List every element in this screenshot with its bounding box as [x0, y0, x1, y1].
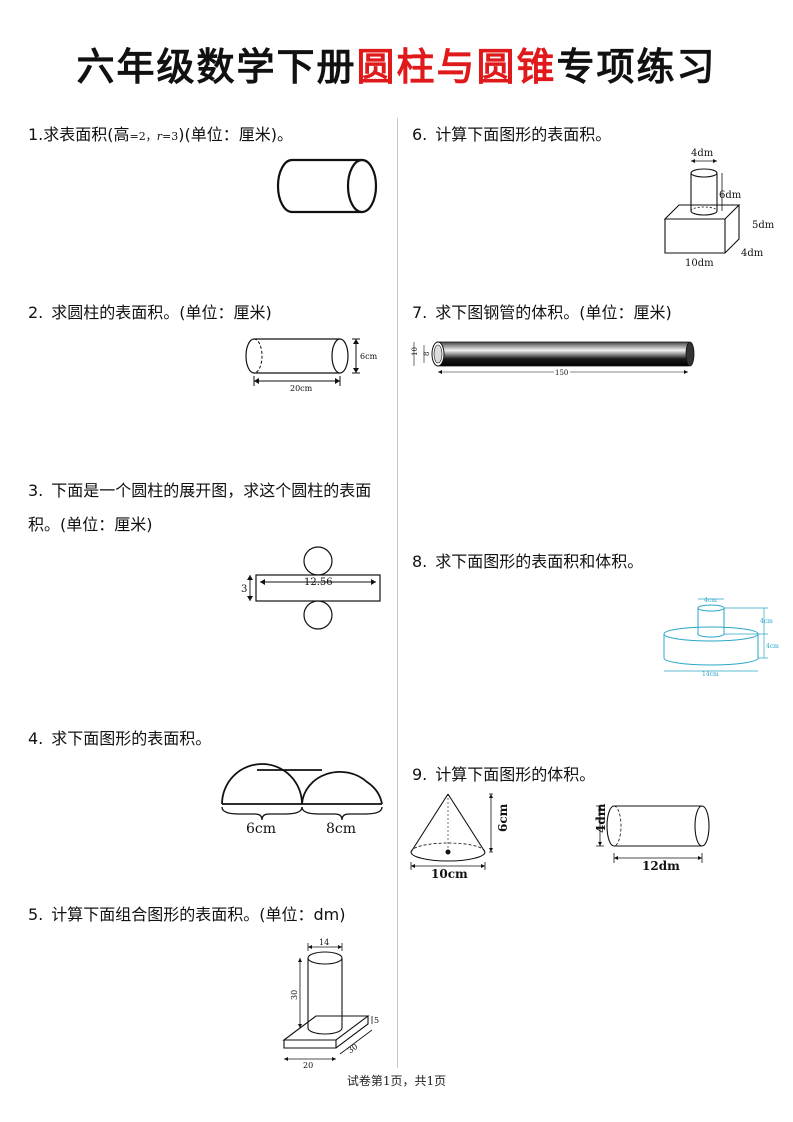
figure-q5-combined: 14 30 5 20 30 [282, 938, 379, 1070]
question-text: 计算下面图形的表面积。 [435, 125, 612, 144]
figure-q7-pipe: 10 8 150 [411, 341, 695, 377]
question-5: 5. 计算下面组合图形的表面积。(单位：dm) [28, 898, 383, 932]
q5-depth-label: 30 [346, 1042, 360, 1055]
column-divider [397, 118, 398, 1068]
figure-q8-combined: 4cm 4cm 4cm 14cm [663, 597, 779, 678]
q6-box-depth-label: 4dm [741, 248, 764, 259]
question-text: 下面是一个圆柱的展开图，求这个圆柱的表面积。(单位：厘米) [28, 481, 372, 534]
q6-box-height-label: 5dm [752, 220, 775, 231]
q4-left-label: 6cm [246, 821, 276, 837]
question-6: 6. 计算下面图形的表面积。 [412, 118, 611, 152]
q8-top-height-label: 4cm [760, 618, 773, 625]
question-8: 8. 求下面图形的表面积和体积。 [412, 545, 643, 579]
question-3: 3.下面是一个圆柱的展开图，求这个圆柱的表面积。(单位：厘米) [28, 474, 383, 542]
question-text: 求圆柱的表面积。(单位：厘米) [51, 303, 272, 322]
q6-top-label: 4dm [691, 148, 714, 159]
title-prefix: 六年级数学下册 [76, 45, 357, 89]
q9-cone-height-label: 6cm [496, 803, 510, 832]
q5-top-label: 14 [319, 938, 329, 947]
q3-height-label: 3 [241, 584, 247, 595]
q6-cyl-height-label: 6dm [719, 190, 742, 201]
question-number: 5. [28, 905, 44, 924]
q6-box-length-label: 10dm [685, 258, 714, 269]
question-7: 7. 求下图钢管的体积。(单位：厘米) [412, 296, 672, 330]
q2-diameter-label: 6cm [360, 352, 378, 361]
q5-base-height-label: 5 [374, 1016, 379, 1025]
title-suffix: 专项练习 [556, 45, 717, 89]
question-text: 求下图钢管的体积。(单位：厘米) [435, 303, 672, 322]
figure-q4-half-cylinders: 6cm 8cm [221, 763, 383, 837]
height-value: =2， [129, 130, 157, 143]
question-number: 1. [28, 125, 44, 144]
radius-value: =3 [162, 130, 179, 143]
figure-q6-combined: 4dm 6dm 5dm 4dm 10dm [663, 148, 775, 269]
question-text: 计算下面组合图形的表面积。(单位：dm) [51, 905, 346, 924]
question-number: 8. [412, 552, 428, 571]
question-number: 9. [412, 765, 428, 784]
q4-right-label: 8cm [326, 821, 356, 837]
q7-outer-label: 10 [411, 347, 419, 356]
q7-length-label: 150 [555, 369, 568, 377]
q7-inner-label: 8 [423, 352, 431, 356]
figure-q1-cylinder [276, 158, 378, 214]
q8-top-label: 4cm [704, 597, 717, 604]
question-4: 4. 求下面图形的表面积。 [28, 722, 211, 756]
figure-q9-cone: 6cm 10cm [410, 793, 510, 881]
question-text: 求表面积( [43, 125, 114, 144]
question-text: 求下面图形的表面积和体积。 [435, 552, 644, 571]
height-label: 高 [113, 125, 130, 144]
question-number: 4. [28, 729, 44, 748]
question-2: 2. 求圆柱的表面积。(单位：厘米) [28, 296, 272, 330]
q5-width-label: 20 [303, 1061, 313, 1070]
q8-base-label: 14cm [702, 671, 719, 678]
figure-q9-cylinder: 4dm 12dm [594, 803, 710, 873]
question-number: 3. [28, 481, 44, 500]
figure-q3-net: 12.56 3 [241, 546, 381, 630]
q9-cone-diameter-label: 10cm [431, 867, 468, 881]
q5-height-label: 30 [290, 990, 299, 1000]
q3-length-label: 12.56 [304, 577, 333, 588]
question-9: 9. 计算下面图形的体积。 [412, 758, 595, 792]
page-title: 六年级数学下册圆柱与圆锥专项练习 [0, 48, 793, 86]
question-number: 6. [412, 125, 428, 144]
q9-cyl-diameter-label: 4dm [594, 803, 608, 833]
q8-base-height-label: 4cm [766, 643, 779, 650]
question-text: 计算下面图形的体积。 [435, 765, 596, 784]
figure-q2-cylinder: 6cm 20cm [245, 338, 378, 393]
question-1: 1.求表面积(高=2，r=3)(单位：厘米)。 [28, 118, 293, 154]
question-text: 求下面图形的表面积。 [51, 729, 212, 748]
q2-length-label: 20cm [290, 384, 313, 393]
question-number: 7. [412, 303, 428, 322]
page-footer: 试卷第1页，共1页 [346, 1074, 447, 1088]
q9-cyl-length-label: 12dm [642, 859, 680, 873]
question-number: 2. [28, 303, 44, 322]
radius-label: r [156, 130, 163, 143]
question-text-end: )(单位：厘米)。 [178, 125, 293, 144]
title-highlight: 圆柱与圆锥 [356, 45, 557, 89]
